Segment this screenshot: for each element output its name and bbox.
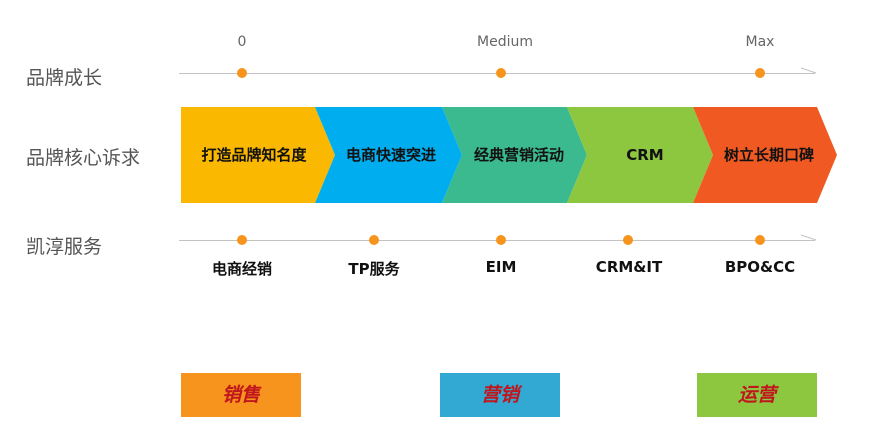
service-label-4: CRM&IT [595, 258, 663, 276]
scale-label-max: Max [745, 34, 775, 50]
category-box-sales: 销售 [181, 373, 301, 417]
service-label-2: TP服务 [348, 260, 400, 278]
stage-label-5: 树立长期口碑 [723, 146, 815, 164]
stage-label-3: 经典营销活动 [473, 146, 565, 164]
stage-chevron-5 [693, 107, 837, 203]
growth-dot-max [755, 68, 765, 78]
row-label-core-demand: 品牌核心诉求 [26, 147, 141, 169]
category-box-marketing: 营销 [440, 373, 560, 417]
growth-axis-arrow-icon [800, 67, 817, 74]
services-axis-arrow-icon [800, 234, 817, 241]
service-label-3: EIM [485, 258, 517, 276]
category-label-operations: 运营 [737, 384, 776, 406]
stage-label-2: 电商快速突进 [345, 146, 437, 164]
service-dot-5 [755, 235, 765, 245]
stage-label-1: 打造品牌知名度 [201, 146, 307, 164]
stage-chevron-3 [442, 107, 587, 203]
row-label-services: 凯淳服务 [26, 236, 103, 258]
stage-label-4: CRM [626, 146, 664, 164]
service-dot-1 [237, 235, 247, 245]
stage-band: 打造品牌知名度 电商快速突进 经典营销活动 CRM 树立长期口碑 [181, 107, 837, 203]
stage-chevron-1 [181, 107, 335, 203]
scale-label-medium: Medium [477, 34, 533, 50]
category-box-operations: 运营 [697, 373, 817, 417]
growth-dot-zero [237, 68, 247, 78]
stage-chevron-4 [567, 107, 713, 203]
service-dot-2 [369, 235, 379, 245]
stage-chevron-2 [315, 107, 462, 203]
service-label-1: 电商经销 [211, 260, 273, 278]
category-label-marketing: 营销 [480, 384, 519, 406]
row-label-brand-growth: 品牌成长 [26, 67, 103, 89]
service-dot-4 [623, 235, 633, 245]
service-label-5: BPO&CC [724, 258, 796, 276]
growth-dot-medium [496, 68, 506, 78]
scale-label-zero: 0 [237, 34, 247, 50]
service-dot-3 [496, 235, 506, 245]
category-label-sales: 销售 [221, 384, 260, 406]
